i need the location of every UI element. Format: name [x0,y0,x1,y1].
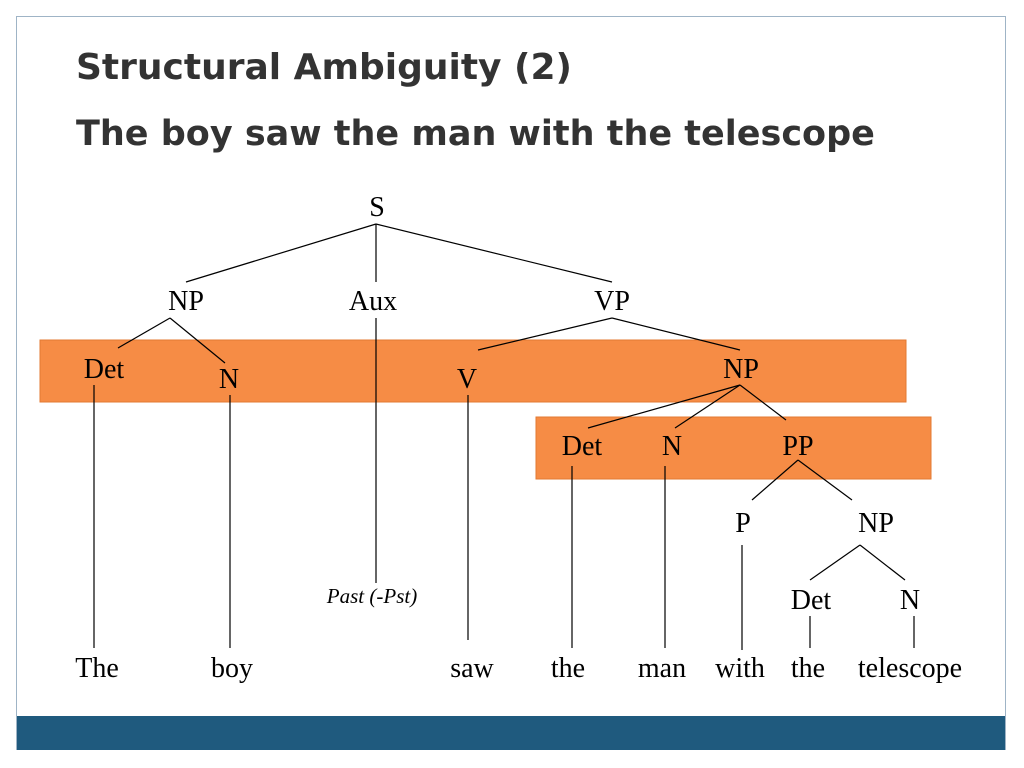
node-s: S [369,192,385,223]
node-np-pp: NP [858,508,894,539]
edge-pp-np [797,459,853,501]
node-det-pp: Det [791,585,832,616]
edge-np-det [117,317,171,349]
footer-bar [17,716,1005,750]
node-aux: Aux [349,286,397,317]
word-with: with [715,653,765,684]
tree-edges [93,223,915,650]
edge-vp-v [477,317,613,351]
node-n-object: N [662,431,682,462]
node-n-pp: N [900,585,920,616]
word-boy: boy [211,653,253,684]
edge-np-n2 [674,384,741,429]
node-np-subject: NP [168,286,204,317]
edge-vp-np [611,317,741,351]
edge-pp-p [751,459,799,501]
edge-np-n [169,317,226,364]
node-n-subject: N [219,364,239,395]
word-telescope: telescope [858,653,962,684]
aux-annotation: Past (-Pst) [326,584,417,608]
word-saw: saw [450,653,494,684]
highlight-box-lower [535,416,932,480]
edge-np3-det [809,544,861,581]
node-p: P [735,508,751,539]
slide-title: Structural Ambiguity (2) [76,47,573,88]
tree-nodes: S NP Aux VP Det N V NP Det N PP P NP Det… [84,192,920,616]
highlight-box-upper [39,339,907,403]
edge-np3-n [859,544,906,581]
node-det-subject: Det [84,354,125,385]
node-np-object: NP [723,354,759,385]
word-the-2: the [551,653,585,684]
node-pp: PP [782,431,813,462]
node-v: V [457,364,477,395]
node-det-object: Det [562,431,603,462]
edge-np-pp [739,384,787,421]
word-the-3: the [791,653,825,684]
word-the-1: The [75,653,119,684]
edge-s-np [185,223,377,283]
word-man: man [638,653,686,684]
slide-subtitle: The boy saw the man with the telescope [76,114,875,154]
sentence-words: The boy saw the man with the telescope [75,653,962,684]
node-vp: VP [594,286,630,317]
edge-np-det2 [587,384,741,429]
edge-s-vp [375,223,613,283]
